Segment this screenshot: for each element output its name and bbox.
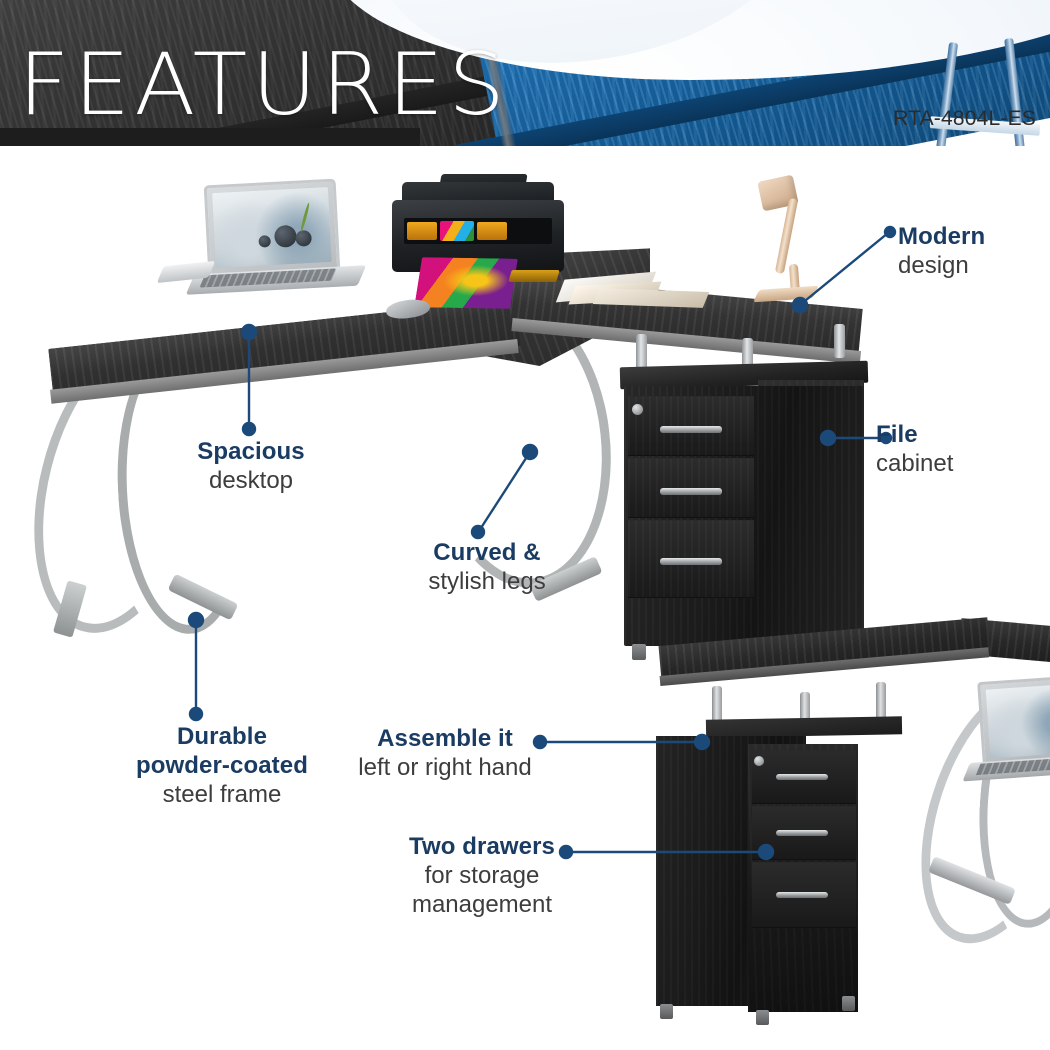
bottom-cabinet-handle-bottom (776, 892, 828, 898)
callout-two-drawers: Two drawers for storage management (382, 832, 582, 919)
printer-color-output (414, 257, 518, 309)
cabinet-support-post-2 (742, 338, 753, 382)
callout-curved-legs: Curved & stylish legs (392, 538, 582, 596)
bottom-cabinet-foot-1 (660, 1004, 673, 1019)
callout-file-bold: File (876, 421, 918, 448)
callout-modern-bold: Modern (898, 223, 986, 250)
printer-display-right (477, 222, 507, 240)
cabinet-lock-icon (632, 404, 643, 415)
callout-twodrawers-bold: Two drawers (408, 833, 556, 860)
callout-durable-bold-line1: Durable (176, 723, 268, 750)
printer-output-slot (508, 270, 560, 282)
laptop-wallpaper (212, 187, 332, 268)
cabinet-drawer-handle-middle (660, 488, 722, 495)
callout-durable-steel-frame: Durable powder-coated steel frame (92, 722, 352, 809)
bottom-laptop-screen (977, 673, 1050, 769)
bottom-cabinet-handle-middle (776, 830, 828, 836)
bottom-cabinet-handle-top (776, 774, 828, 780)
desk-lamp-base (753, 285, 819, 303)
callout-curved-bold: Curved & (433, 539, 541, 566)
bottom-cabinet-foot-2 (756, 1010, 769, 1025)
wallpaper-stone-large (274, 224, 298, 248)
bottom-cabinet-post-1 (712, 686, 722, 724)
printer-control-panel (404, 218, 552, 244)
callout-twodrawers-regular-line1: for storage (424, 862, 540, 889)
callout-assemble-bold: Assemble it (377, 725, 513, 752)
callout-curved-regular: stylish legs (428, 568, 546, 595)
header-banner: FEATURES RTA-4804L-ES (0, 0, 1050, 158)
bottom-cabinet-lock-icon (754, 756, 764, 766)
callout-spacious-desktop: Spacious desktop (148, 437, 354, 495)
header-bottom-trim (0, 146, 1050, 158)
printer-color-preview (440, 221, 474, 241)
product-stage (0, 158, 1050, 1050)
cabinet-support-post-1 (636, 334, 647, 372)
callout-modern-design: Modern design (898, 222, 985, 280)
cabinet-drawer-handle-bottom (660, 558, 722, 565)
header-dark-base-band (0, 128, 420, 146)
callout-spacious-bold: Spacious (197, 438, 305, 465)
callout-twodrawers-regular-line2: management (411, 891, 553, 918)
bottom-cabinet-top-shelf (705, 716, 903, 738)
wallpaper-leaf (300, 201, 311, 232)
callout-modern-regular: design (898, 252, 969, 279)
callout-file-regular: cabinet (876, 450, 954, 477)
printer-display-left (407, 222, 437, 240)
callout-file-cabinet: File cabinet (876, 420, 953, 478)
header-product-photo (0, 0, 1050, 158)
cabinet-foot-1 (632, 644, 646, 660)
desk-lamp-arm-upper (774, 197, 799, 275)
bottom-cabinet-post-3 (876, 682, 886, 722)
desk-leg-foot-inner (167, 573, 239, 621)
wallpaper-stone-medium (295, 229, 313, 247)
wallpaper-stone-small (258, 235, 272, 248)
bottom-laptop-wallpaper (985, 682, 1050, 759)
desk-leg-foot-outer (52, 580, 88, 638)
model-number: RTA-4804L-ES (893, 107, 1036, 130)
laptop-screen (203, 178, 341, 278)
cabinet-support-post-3 (834, 324, 845, 358)
bottom-cabinet-foot-3 (842, 996, 855, 1011)
callout-assemble-regular: left or right hand (358, 754, 532, 781)
cabinet-drawer-handle-top (660, 426, 722, 433)
callout-durable-bold-line2: powder-coated (136, 752, 308, 779)
page-title: FEATURES (18, 35, 510, 135)
callout-spacious-regular: desktop (208, 467, 294, 494)
callout-assemble-it: Assemble it left or right hand (330, 724, 560, 782)
callout-durable-regular: steel frame (162, 781, 282, 808)
bottom-cabinet-post-2 (800, 692, 810, 730)
